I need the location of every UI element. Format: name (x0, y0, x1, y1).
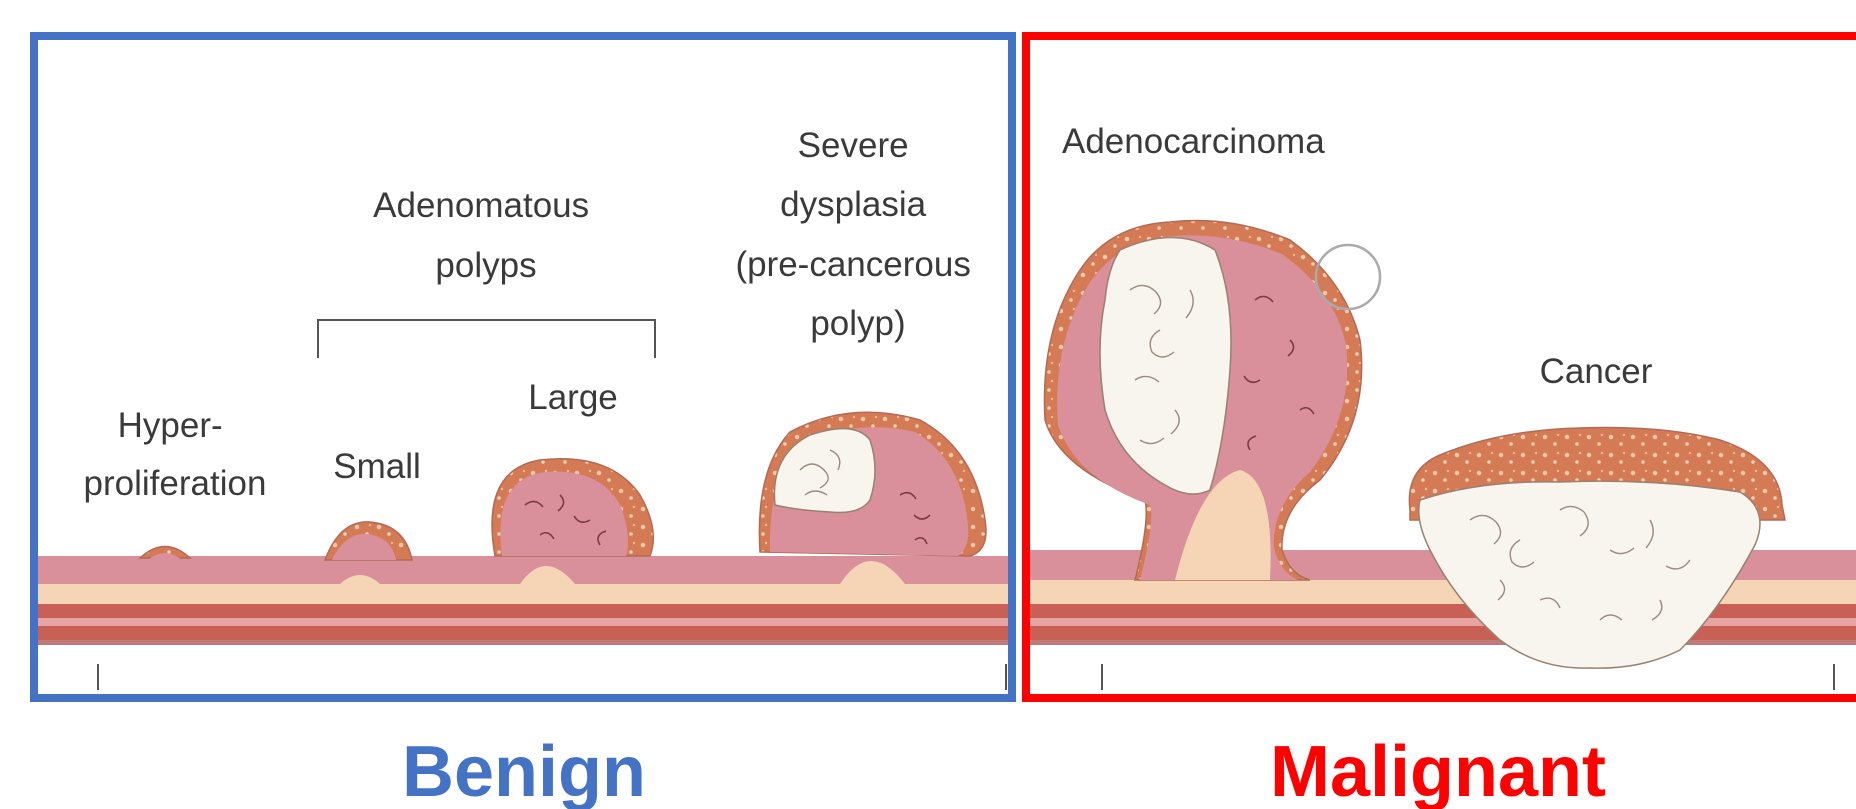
adenocarcinoma-label: Adenocarcinoma (1062, 122, 1325, 161)
severe-dysplasia-label: Severe dysplasia (pre-cancerous polyp) (735, 126, 980, 343)
benign-panel: Hyper- proliferation Adenomatous polyps … (34, 126, 1014, 690)
adenomatous-polyps-label: Adenomatous polyps (373, 186, 599, 285)
malignant-category-label: Malignant (1270, 732, 1606, 809)
malignant-panel: Adenocarcinoma Cancer (1030, 122, 1856, 690)
adenomatous-bracket (318, 320, 655, 358)
hyperproliferation-bump (140, 547, 190, 561)
cancer-label: Cancer (1540, 352, 1653, 391)
benign-category-label: Benign (402, 732, 646, 809)
adenocarcinoma-polyp (1044, 220, 1380, 580)
large-label: Large (528, 378, 618, 417)
small-label: Small (333, 447, 421, 486)
hyperproliferation-label: Hyper- proliferation (84, 406, 267, 503)
